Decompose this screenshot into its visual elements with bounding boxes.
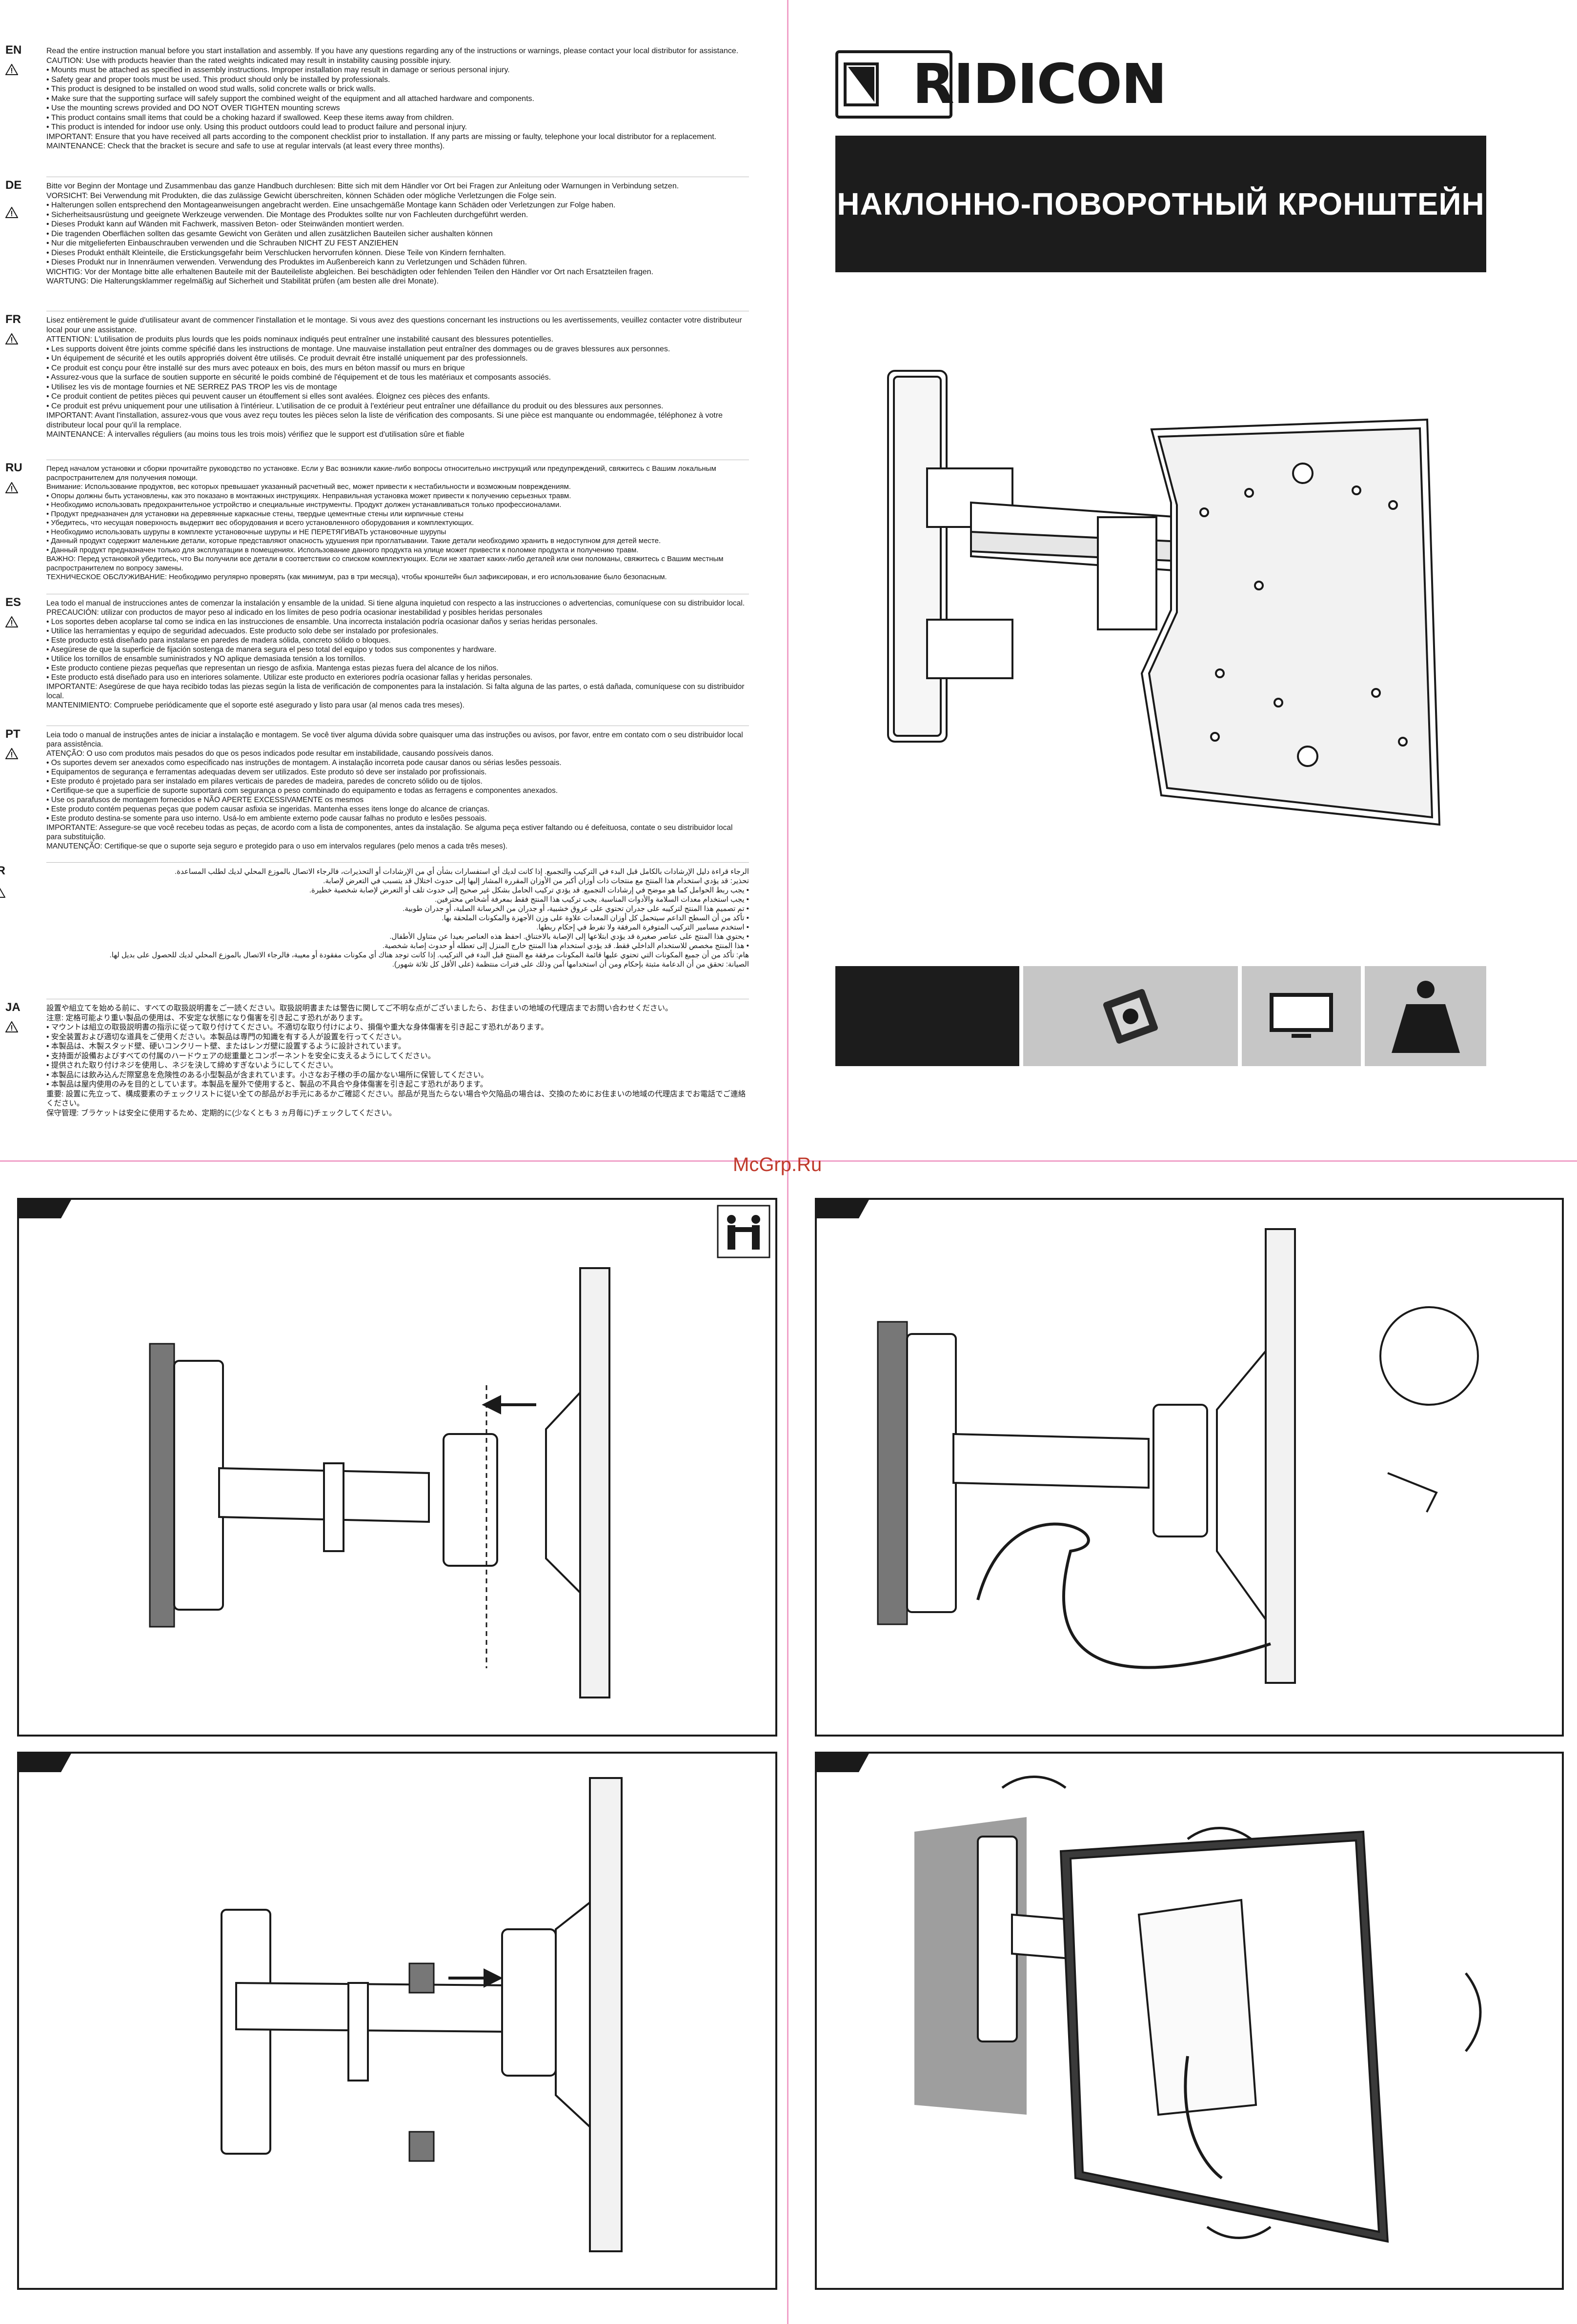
page-title: НАКЛОННО-ПОВОРОТНЫЙ КРОНШТЕЙН	[837, 186, 1485, 222]
lang-code: EN	[5, 43, 22, 57]
section-en: EN Read the entire instruction manual be…	[5, 44, 749, 151]
section-ru: RU Перед началом установки и сборки проч…	[5, 462, 749, 582]
step-4-illustration	[914, 1776, 1482, 2243]
warning-icon	[5, 64, 18, 75]
tv-screen-icon	[1270, 992, 1333, 1038]
two-person-lift-icon	[717, 1205, 770, 1258]
feature-tile-screen	[1242, 966, 1361, 1066]
section-text: Leia todo o manual de instruções antes d…	[46, 731, 743, 850]
lang-code: FR	[5, 313, 21, 326]
fold-mark	[787, 0, 788, 2324]
product-image	[887, 370, 1441, 826]
step-panel-1	[17, 1198, 777, 1737]
step-corner	[816, 1199, 869, 1218]
lang-code: RU	[5, 461, 22, 474]
watermark: McGrp.Ru	[733, 1154, 822, 1175]
logo-mark-icon	[844, 62, 879, 106]
section-text: 設置や組立てを始める前に、すべての取扱説明書をご一読ください。取扱説明書または警…	[46, 1004, 746, 1117]
warning-icon	[5, 333, 18, 344]
title-banner: НАКЛОННО-ПОВОРОТНЫЙ КРОНШТЕЙН	[835, 136, 1486, 272]
fold-mark	[0, 1160, 1577, 1162]
divider	[46, 862, 749, 863]
step-2-illustration	[877, 1228, 1479, 1684]
step-corner	[18, 1753, 72, 1772]
section-ja: JA 設置や組立てを始める前に、すべての取扱説明書をご一読ください。取扱説明書ま…	[5, 1002, 749, 1118]
section-text: Lisez entièrement le guide d'utilisateur…	[46, 316, 742, 439]
warning-icon	[5, 748, 18, 759]
step-1-illustration	[149, 1267, 610, 1698]
warning-icon	[5, 207, 18, 218]
step-3-illustration	[221, 1777, 623, 2252]
step-panel-3	[17, 1752, 777, 2290]
weight-icon	[1391, 980, 1460, 1053]
lang-code: DE	[5, 179, 22, 192]
feature-tile-wall	[1023, 966, 1238, 1066]
section-text: Перед началом установки и сборки прочита…	[46, 465, 724, 581]
section-text: Lea todo el manual de instrucciones ante…	[46, 599, 745, 709]
section-text: Bitte vor Beginn der Montage und Zusamme…	[46, 182, 679, 285]
lang-code: JA	[5, 1001, 20, 1014]
section-de: DE Bitte vor Beginn der Montage und Zusa…	[5, 180, 749, 286]
detail-callout	[1379, 1306, 1479, 1406]
lang-code: PT	[5, 728, 20, 741]
wall-type-icon	[1103, 989, 1158, 1044]
brand-wordmark: RIDICON	[912, 53, 1167, 116]
warning-icon	[0, 888, 5, 898]
warning-icon	[5, 1021, 18, 1032]
lang-code: AR	[0, 864, 5, 877]
section-fr: FR Lisez entièrement le guide d'utilisat…	[5, 314, 749, 440]
section-pt: PT Leia todo o manual de instruções ante…	[5, 728, 749, 851]
brand-logo	[835, 50, 952, 119]
brand-name: RIDICON	[912, 53, 1167, 116]
step-panel-2	[815, 1198, 1564, 1737]
step-corner	[816, 1753, 869, 1772]
warning-icon	[5, 616, 18, 627]
feature-tile-dark	[835, 966, 1019, 1066]
section-ar: AR الرجاء قراءة دليل الإرشادات بالكامل ق…	[0, 865, 749, 969]
step-corner	[18, 1199, 72, 1218]
warning-icon	[5, 482, 18, 493]
feature-tile-weight	[1365, 966, 1486, 1066]
section-text: الرجاء قراءة دليل الإرشادات بالكامل قبل …	[109, 868, 749, 969]
step-panel-4	[815, 1752, 1564, 2290]
lang-code: ES	[5, 596, 21, 609]
section-text: Read the entire instruction manual befor…	[46, 47, 739, 150]
section-es: ES Lea todo el manual de instrucciones a…	[5, 597, 749, 710]
